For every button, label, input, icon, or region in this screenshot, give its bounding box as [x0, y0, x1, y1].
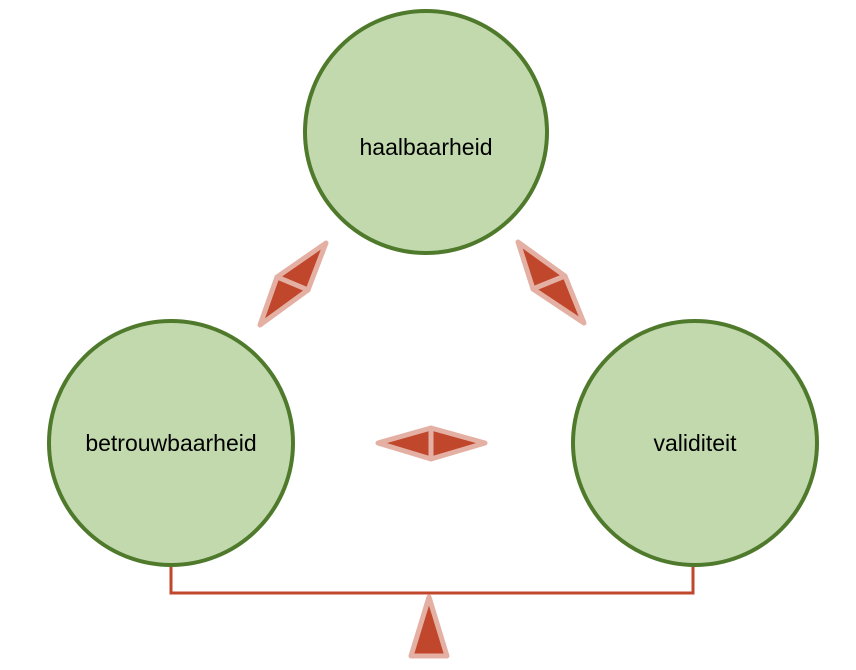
arrow-head-toward-validiteit	[530, 273, 587, 326]
fulcrum-triangle	[408, 594, 450, 659]
node-circle-validiteit	[571, 319, 819, 567]
node-circle-betrouwbaarheid	[47, 319, 295, 567]
arrow-head-toward-validiteit-center	[428, 425, 488, 462]
node-betrouwbaarheid: betrouwbaarheid	[47, 319, 295, 567]
balance-connector-line	[169, 560, 695, 595]
node-label-betrouwbaarheid: betrouwbaarheid	[85, 430, 256, 456]
node-circle-haalbaarheid	[303, 9, 549, 255]
arrow-head-toward-betrouwbaarheid	[257, 274, 311, 328]
arrow-head-toward-betrouwbaarheid-center	[375, 425, 434, 462]
double-arrow-betrouwbaarheid-validiteit	[375, 425, 488, 462]
node-label-validiteit: validiteit	[653, 430, 737, 456]
double-arrow-haalbaarheid-validiteit	[515, 239, 587, 326]
double-arrow-haalbaarheid-betrouwbaarheid	[257, 240, 329, 328]
node-validiteit: validiteit	[571, 319, 819, 567]
node-haalbaarheid: haalbaarheid	[303, 9, 549, 255]
node-label-haalbaarheid: haalbaarheid	[359, 134, 492, 160]
